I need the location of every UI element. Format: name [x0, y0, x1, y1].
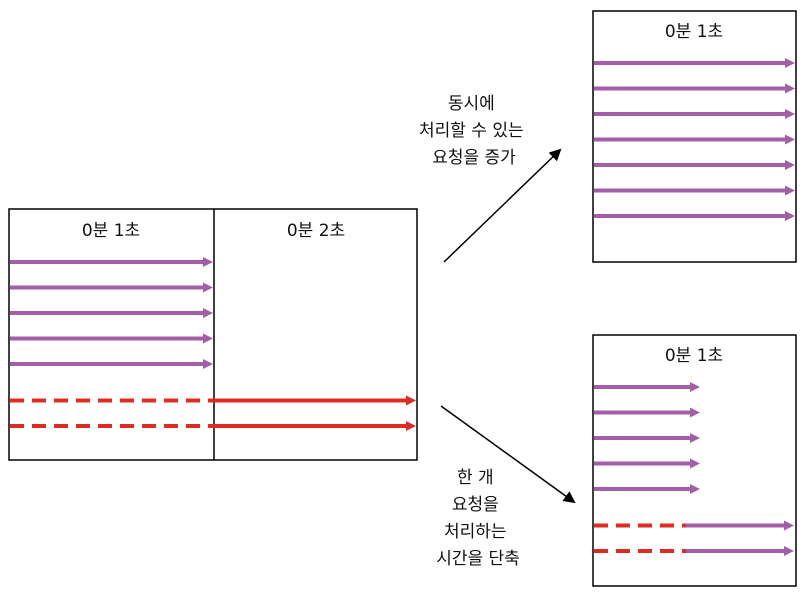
upper-transition-arrow	[443, 148, 562, 263]
lower-transition-arrow	[440, 405, 576, 504]
left-panel-frame	[8, 208, 418, 461]
upper-note-line-2: 처리할 수 있는	[419, 121, 524, 141]
left-panel: 0분 1초 0분 2초	[8, 208, 418, 461]
lower-note-line-1: 한 개	[457, 468, 494, 488]
lower-note: 한 개 요청을 처리하는 시간을 단축	[436, 468, 520, 569]
left-col2-label: 0분 2초	[287, 221, 345, 241]
lower-note-line-2: 요청을	[452, 495, 499, 515]
top-right-request-arrows	[594, 58, 795, 221]
left-request-arrows	[10, 257, 416, 431]
upper-note-line-1: 동시에	[448, 94, 495, 114]
left-col1-label: 0분 1초	[82, 221, 140, 241]
top-right-label: 0분 1초	[665, 22, 723, 42]
top-right-panel: 0분 1초	[592, 10, 797, 263]
upper-note-line-3: 요청을 증가	[432, 148, 516, 168]
upper-note: 동시에 처리할 수 있는 요청을 증가	[419, 94, 529, 168]
bottom-right-panel-frame	[592, 334, 797, 587]
top-right-panel-frame	[592, 10, 797, 263]
lower-note-line-3: 처리하는	[444, 522, 507, 542]
bottom-right-label: 0분 1초	[665, 346, 723, 366]
lower-note-line-4: 시간을 단축	[436, 549, 520, 569]
bottom-right-panel: 0분 1초	[592, 334, 797, 587]
bottom-right-request-arrows	[594, 382, 794, 556]
